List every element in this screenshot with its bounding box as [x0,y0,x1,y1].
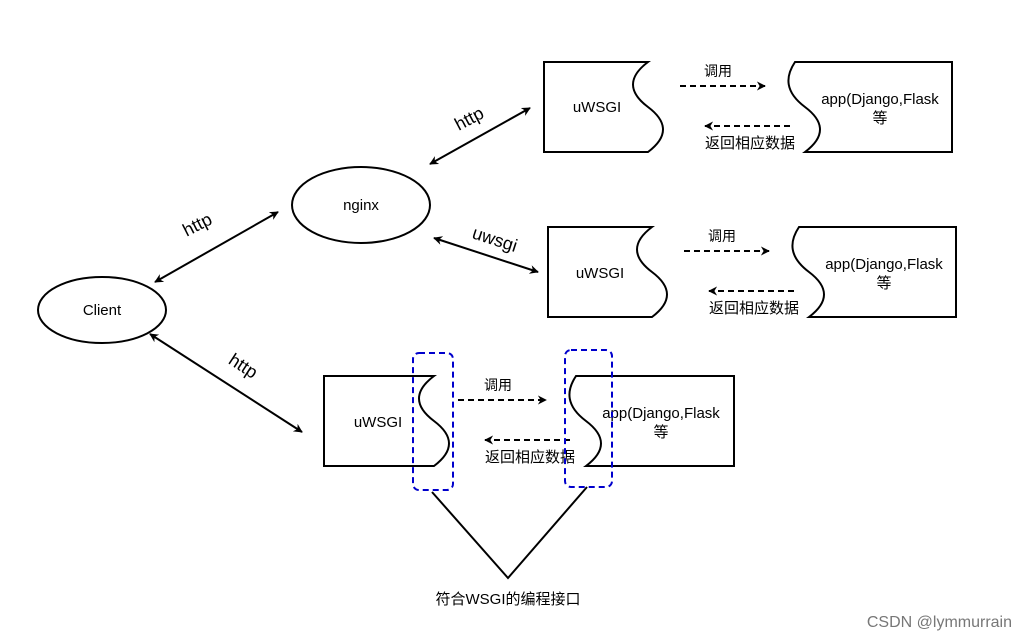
stack-middle: uWSGI app(Django,Flask 等 调用 返回相应数据 [547,226,957,318]
call-label: 调用 [704,63,732,79]
uwsgi-label: uWSGI [354,414,402,431]
edge-label-client-nginx: http [179,209,215,240]
client-node: Client [37,276,167,344]
app-shape [791,226,957,318]
app-label-line2: 等 [876,274,891,292]
nginx-node: nginx [291,166,431,244]
stack-bottom: uWSGI app(Django,Flask 等 调用 返回相应数据 符合WSG… [323,349,735,608]
wsgi-interface-highlight-app [564,349,613,488]
edge-label-nginx-uwsgi-mid: uwsgi [470,223,520,256]
edge-client-nginx: http [154,209,279,283]
return-label: 返回相应数据 [705,134,795,152]
edge-nginx-uwsgi-mid: uwsgi [433,223,539,274]
uwsgi-server-shape [543,61,664,153]
stack-top: uWSGI app(Django,Flask 等 调用 返回相应数据 [543,61,953,153]
return-label: 返回相应数据 [709,299,799,317]
edge-label-nginx-uwsgi-top: http [451,103,487,135]
app-label-line2: 等 [872,109,887,127]
app-label-line1: app(Django,Flask [825,256,943,273]
app-label-line2: 等 [653,423,668,441]
uwsgi-server-shape [323,375,450,467]
edge-client-uwsgi-bottom: http [149,333,303,433]
return-label: 返回相应数据 [485,448,575,466]
edge-nginx-uwsgi-top: http [429,103,531,165]
wsgi-interface-highlight-server [412,352,454,491]
app-shape [787,61,953,153]
uwsgi-server-shape [547,226,668,318]
app-label-line1: app(Django,Flask [602,405,720,422]
client-label: Client [83,302,122,319]
app-label-line1: app(Django,Flask [821,91,939,108]
uwsgi-label: uWSGI [576,265,624,282]
watermark: CSDN @lymmurrain [867,614,1012,631]
call-label: 调用 [708,228,736,244]
uwsgi-label: uWSGI [573,99,621,116]
edge-label-client-uwsgi-bottom: http [225,349,261,382]
app-shape [568,375,735,467]
interface-callout-lines [431,486,588,580]
nginx-label: nginx [343,197,379,214]
interface-caption: 符合WSGI的编程接口 [436,591,581,608]
call-label: 调用 [484,377,512,393]
